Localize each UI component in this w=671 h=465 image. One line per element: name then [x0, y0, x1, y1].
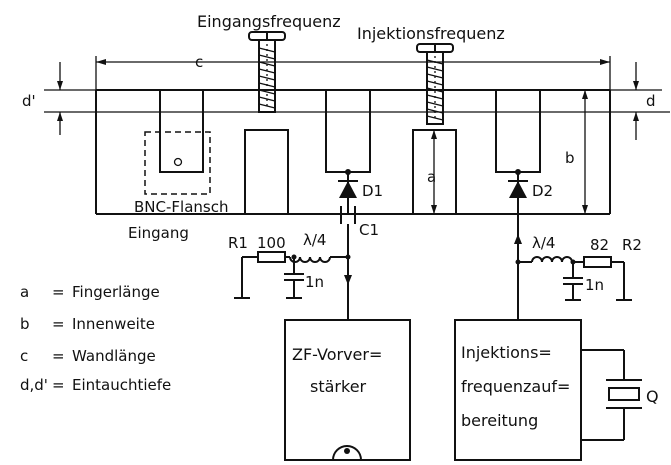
legend-key: b — [20, 315, 30, 333]
dimension-d — [540, 62, 662, 140]
capacitor-c1 — [340, 206, 356, 255]
finger-d1 — [325, 90, 371, 173]
label-r1: R1 — [228, 234, 248, 252]
label-d2: D2 — [532, 182, 553, 200]
legend-text: Fingerlänge — [72, 283, 160, 301]
legend-text: Wandlänge — [72, 347, 156, 365]
legend-key: a — [20, 283, 29, 301]
label-dim-b: b — [565, 149, 575, 167]
diode-d2 — [508, 169, 528, 214]
tuning-screw-injection — [416, 43, 454, 125]
label-r2: R2 — [622, 236, 642, 254]
label-dim-d: d — [646, 92, 656, 110]
injection-block — [454, 319, 582, 461]
label-zf-line1: ZF-Vorver= — [292, 345, 382, 364]
label-dim-c: c — [195, 53, 203, 71]
label-lambda1: λ/4 — [303, 231, 326, 249]
legend-sep: = — [52, 347, 65, 365]
crystal-q — [581, 349, 642, 441]
diode-d1 — [338, 169, 358, 214]
bnc-flange — [144, 131, 211, 195]
legend-key: d,d' — [20, 376, 48, 394]
zf-preamp-block — [284, 319, 411, 461]
label-r2-value: 82 — [590, 236, 609, 254]
right-network — [514, 214, 632, 320]
dimension-b — [582, 90, 588, 214]
label-eingangsfrequenz: Eingangsfrequenz — [197, 12, 341, 31]
tuning-screw-input — [248, 31, 286, 113]
legend-text: Eintauchtiefe — [72, 376, 171, 394]
legend-key: c — [20, 347, 28, 365]
legend: a = Fingerlänge b = Innenweite c = Wandl… — [20, 283, 171, 394]
label-injektionsfrequenz: Injektionsfrequenz — [357, 24, 505, 43]
label-dim-a: a — [427, 168, 436, 186]
label-cap1: 1n — [305, 273, 324, 291]
label-inj-line2: frequenzauf= — [461, 377, 570, 396]
label-r1-value: 100 — [257, 234, 286, 252]
label-d1: D1 — [362, 182, 383, 200]
legend-sep: = — [52, 283, 65, 301]
legend-sep: = — [52, 315, 65, 333]
label-dim-d-prime: d' — [22, 92, 36, 110]
finger-d2 — [495, 90, 541, 173]
dimension-d-prime — [44, 62, 670, 135]
label-cap2: 1n — [585, 276, 604, 294]
label-inj-line1: Injektions= — [461, 343, 552, 362]
label-bnc-flansch: BNC-Flansch — [134, 198, 228, 216]
left-network — [234, 251, 352, 320]
post-left — [244, 129, 289, 214]
label-lambda2: λ/4 — [532, 234, 555, 252]
legend-sep: = — [52, 376, 65, 394]
label-c1: C1 — [359, 221, 379, 239]
legend-text: Innenweite — [72, 315, 155, 333]
label-crystal: Q — [646, 387, 659, 406]
dimension-a — [431, 130, 437, 214]
label-eingang: Eingang — [128, 224, 189, 242]
label-zf-line2: stärker — [310, 377, 367, 396]
finger-left — [159, 90, 204, 173]
dimension-c — [95, 56, 611, 90]
cavity-housing — [95, 89, 611, 215]
label-inj-line3: bereitung — [461, 411, 538, 430]
